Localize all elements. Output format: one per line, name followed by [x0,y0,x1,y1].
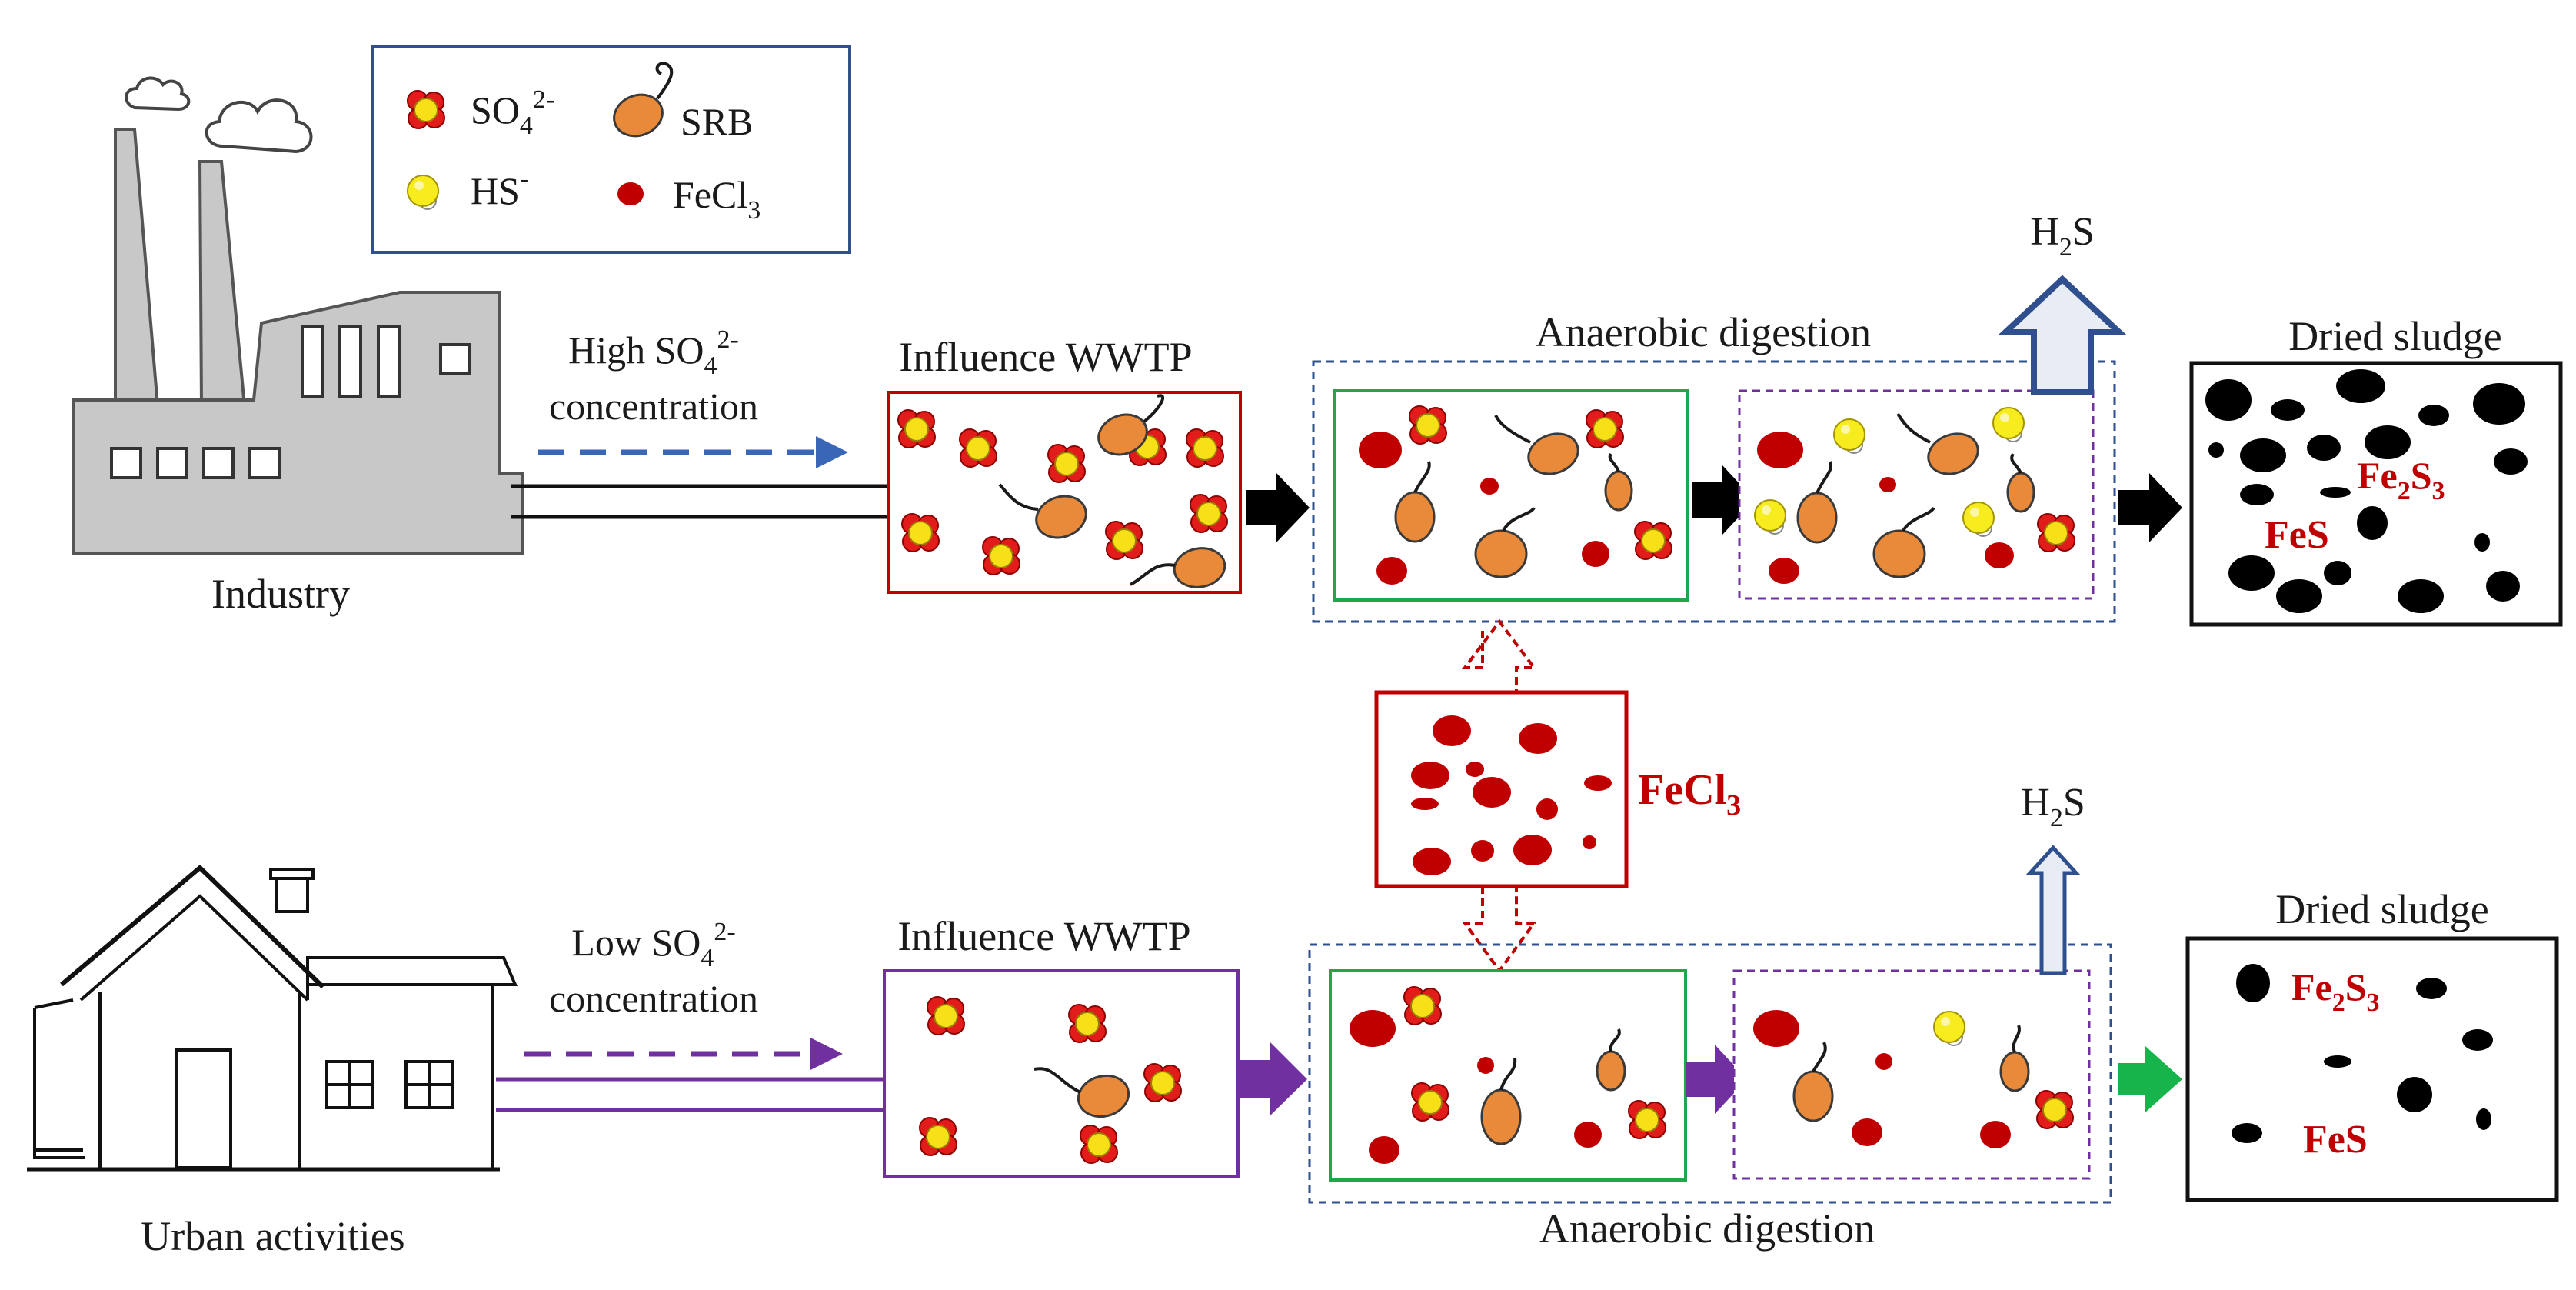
top-ad-stage1-box [1333,389,1689,602]
bottom-ad-stage2-box [1732,969,2091,1180]
bottom-fes-label: FeS [2303,1118,2368,1162]
top-ad-stage2-box [1738,389,2095,600]
top-arrow-to-ad [1246,473,1310,542]
top-fe2s3-label: Fe2S3 [2357,454,2445,505]
top-ad-container [1312,360,2116,623]
house-icon [27,864,518,1172]
top-dried-sludge-box [2189,361,2563,627]
fecl3-down-arrow [1462,886,1537,974]
fecl3-dosing-label: FeCl3 [1638,766,1741,822]
bottom-arrow-stage-to-stage [1686,1045,1747,1114]
bottom-concentration-line2: concentration [549,977,758,1020]
top-concentration-line1: High SO42- [568,325,739,380]
legend-box [371,45,851,254]
bottom-ad-container [1308,943,2112,1204]
bottom-h2s-arrow [2025,845,2081,975]
bottom-concentration-line1: Low SO42- [571,918,735,972]
sulfate-legend-icon [407,90,445,129]
top-concentration-line2: concentration [549,385,758,428]
fecl3-legend-icon [617,182,644,205]
bottom-dried-sludge-box [2185,936,2559,1202]
bottom-ad-stage1-box [1329,969,1687,1182]
bottom-wwtp-label: Influence WWTP [897,913,1190,959]
legend: SO42- SRB HS- FeCl3 [371,45,851,254]
legend-srb-label: SRB [681,100,754,143]
top-wwtp-label: Influence WWTP [899,334,1192,380]
top-h2s-arrow [1997,275,2128,395]
urban-activities-label: Urban activities [141,1213,404,1259]
legend-hs-label: HS- [471,165,528,212]
top-fes-label: FeS [2265,513,2329,557]
bottom-dried-sludge-label: Dried sludge [2275,886,2488,932]
top-ad-label: Anaerobic digestion [1536,309,1871,355]
bottom-arrow-to-dried [2118,1046,2182,1112]
legend-fecl3-label: FeCl3 [673,173,760,225]
legend-sulfate-label: SO42- [471,85,554,140]
factory-icon [72,128,524,555]
bottom-fe2s3-label: Fe2S3 [2291,965,2380,1017]
top-wwtp-box [887,391,1242,594]
bottom-wwtp-box [883,969,1240,1178]
fecl3-up-arrow [1462,618,1537,692]
bottom-ad-label: Anaerobic digestion [1539,1205,1875,1252]
cloud-icon [125,76,313,154]
top-h2s-label: H2S [2030,210,2094,262]
fecl3-dosing-box [1374,690,1629,888]
bottom-arrow-to-ad [1240,1042,1307,1115]
top-dried-sludge-label: Dried sludge [2288,313,2501,359]
bottom-h2s-label: H2S [2021,781,2085,832]
srb-legend-icon [613,62,674,138]
top-arrow-stage-to-stage [1692,465,1755,535]
top-arrow-to-dried [2118,473,2182,542]
industry-label: Industry [211,571,350,617]
